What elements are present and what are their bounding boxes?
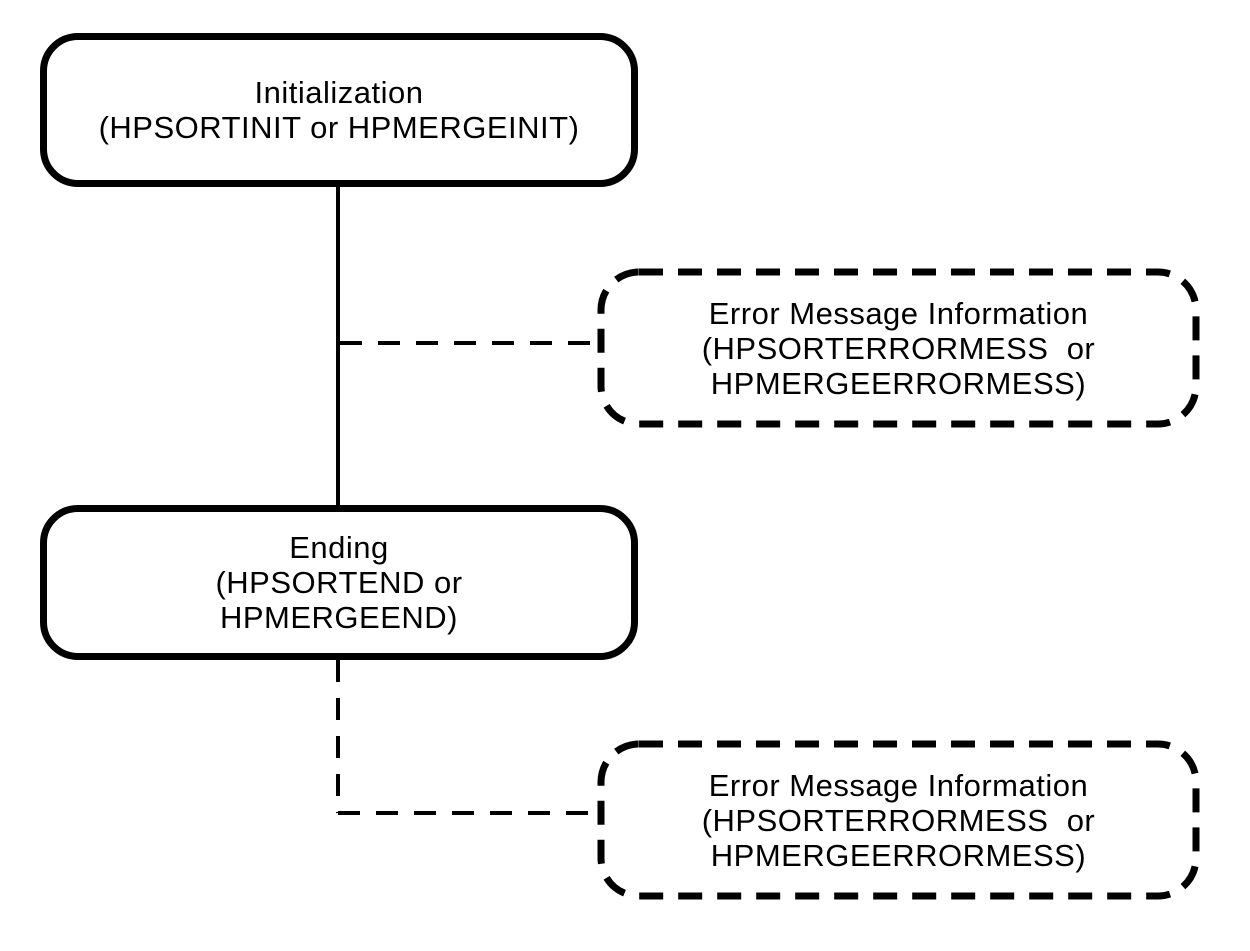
- error-node-1-border: [597, 268, 1200, 428]
- error-node-2-line-3: HPMERGEERRORMESS): [710, 837, 1087, 873]
- initialization-title: Initialization: [254, 75, 424, 110]
- error-node-2-line-2: (HPSORTERRORMESS or: [701, 802, 1096, 838]
- initialization-subtitle: (HPSORTINIT or HPMERGEINIT): [98, 110, 580, 145]
- error-node-1-title: Error Message Information: [708, 295, 1089, 331]
- ending-title: Ending: [289, 530, 389, 565]
- error-message-info-node-1: Error Message Information (HPSORTERRORME…: [597, 268, 1200, 428]
- ending-line-3: HPMERGEEND): [219, 600, 458, 635]
- error-node-2-title: Error Message Information: [708, 767, 1089, 803]
- error-node-1-line-2: (HPSORTERRORMESS or: [701, 330, 1096, 366]
- ending-line-2: (HPSORTEND or: [215, 565, 463, 600]
- error-node-1-line-3: HPMERGEERRORMESS): [710, 365, 1087, 401]
- error-message-info-node-2: Error Message Information (HPSORTERRORME…: [597, 740, 1200, 900]
- initialization-node: Initialization (HPSORTINIT or HPMERGEINI…: [40, 33, 638, 187]
- ending-node: Ending (HPSORTEND or HPMERGEEND): [40, 505, 638, 660]
- error-node-2-border: [597, 740, 1200, 900]
